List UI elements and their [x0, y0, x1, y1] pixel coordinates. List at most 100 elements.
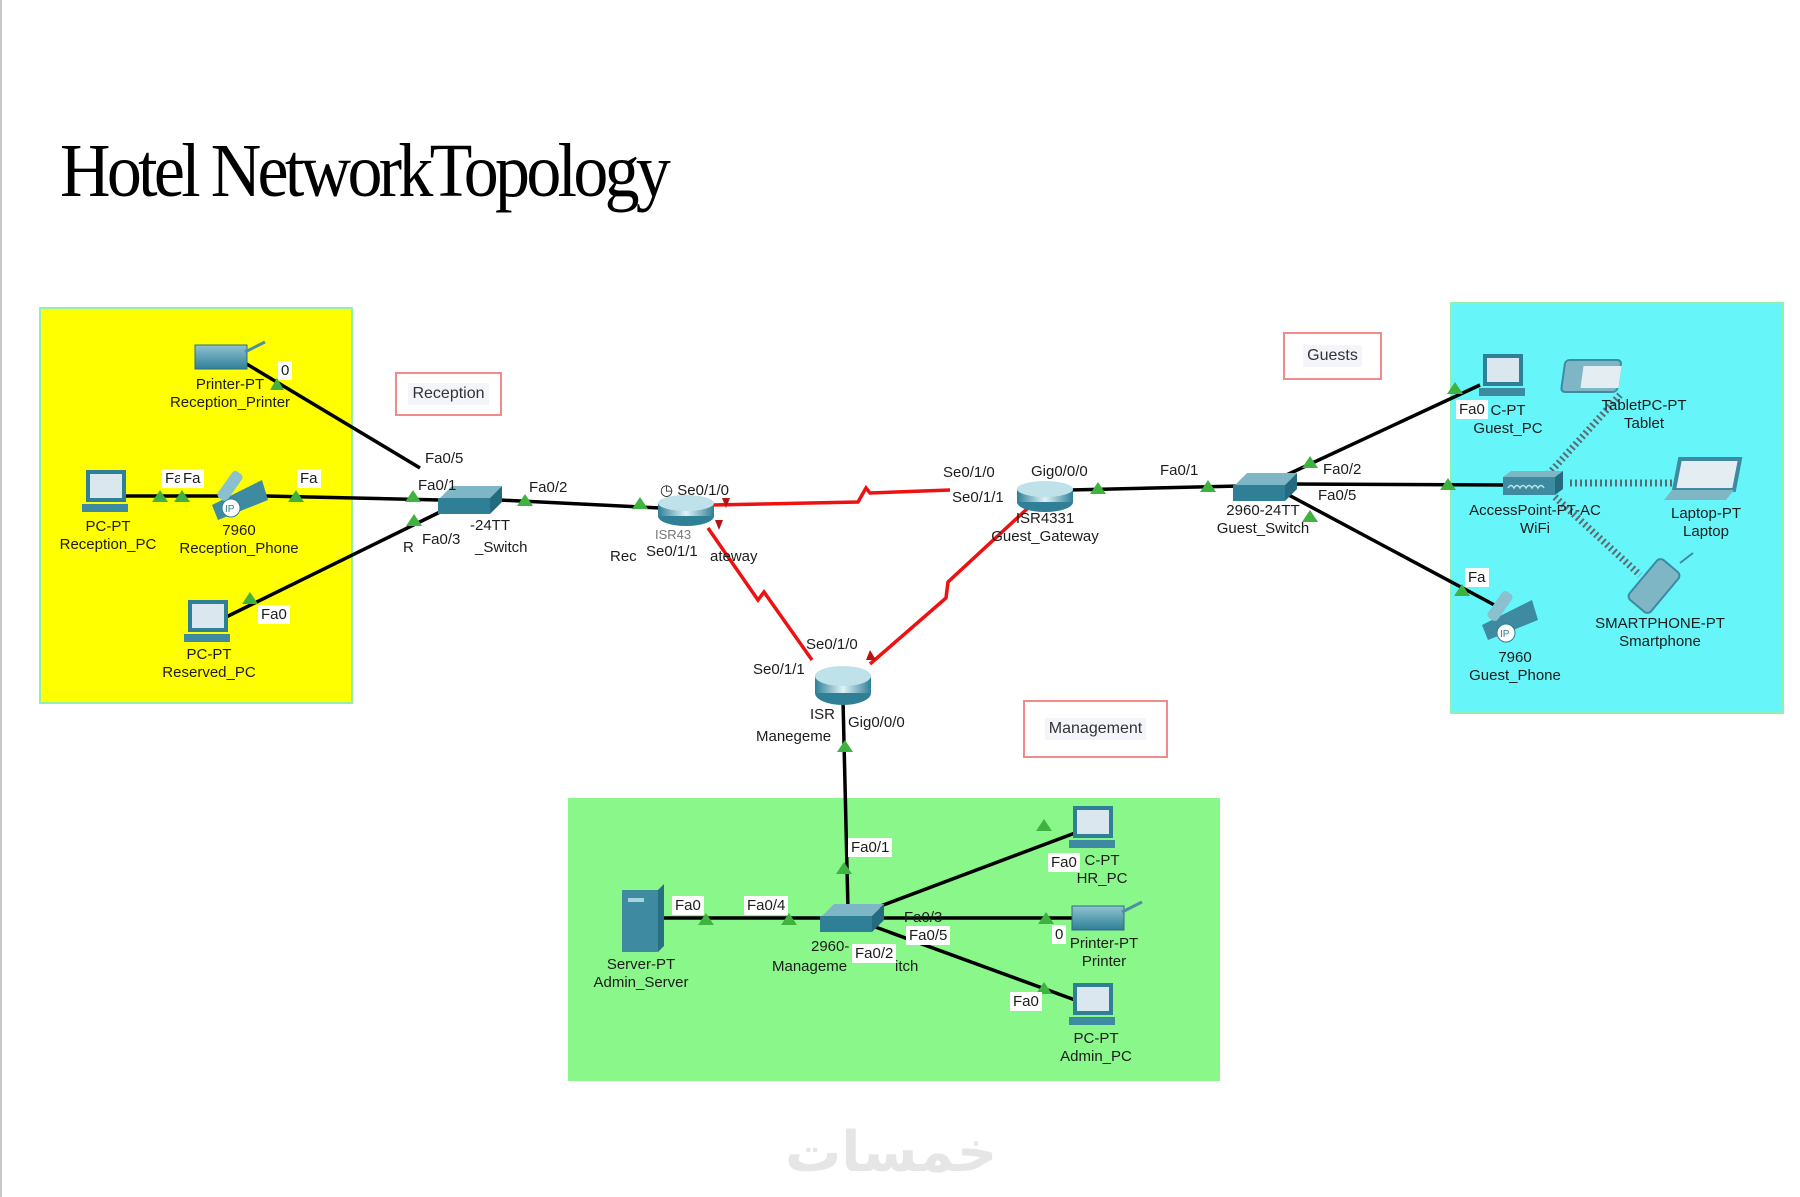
- admin-pc-icon[interactable]: [1069, 983, 1115, 1025]
- reception-note[interactable]: Reception: [395, 372, 502, 416]
- reception-switch-model-fragment: -24TT: [470, 517, 511, 534]
- port-label: Fa0/2: [529, 479, 568, 496]
- wireless-link-ap-tablet: [1542, 392, 1623, 481]
- port-label: Fa0/4: [744, 896, 789, 915]
- page-left-border: [0, 0, 2, 1197]
- port-label: Fa0: [672, 896, 704, 915]
- reserved-pc-icon[interactable]: [184, 600, 230, 642]
- port-label: Fa0/5: [1318, 487, 1357, 504]
- device-name: Laptop: [1683, 523, 1729, 540]
- port-label: Fa0/5: [906, 926, 951, 945]
- port-label: Fa0/5: [425, 450, 464, 467]
- serial-port-indicators: [715, 498, 876, 660]
- hr-pc-icon[interactable]: [1069, 806, 1115, 848]
- port-status-indicators: [152, 378, 1470, 994]
- device-name: Admin_Server: [593, 974, 689, 991]
- reception-switch-icon[interactable]: [438, 486, 502, 514]
- device-name: Reception_Printer: [169, 394, 291, 411]
- serial-link-grouter-mrouter[interactable]: [868, 506, 1030, 666]
- port-label: Fa0/1: [1160, 462, 1199, 479]
- device-name: Admin_PC: [1060, 1048, 1132, 1065]
- management-switch-tail-fragment: itch: [895, 958, 919, 975]
- device-name: HR_PC: [1076, 870, 1128, 887]
- access-point-icon[interactable]: [1503, 471, 1563, 495]
- management-note[interactable]: Management: [1023, 700, 1168, 758]
- port-label: 0: [278, 361, 293, 380]
- port-label: Se0/1/1: [646, 543, 698, 560]
- device-model: C-PT: [1084, 852, 1120, 869]
- device-model: ISR4331: [1015, 510, 1075, 527]
- port-label: Fa0: [1010, 992, 1042, 1011]
- guest-switch-icon[interactable]: [1233, 473, 1297, 501]
- link-mswitch-hrpc[interactable]: [869, 831, 1076, 912]
- tablet-icon[interactable]: [1560, 359, 1622, 393]
- reception-router-prefix-fragment: Rec: [610, 548, 637, 565]
- management-switch-model-fragment: 2960-: [811, 938, 850, 955]
- reception-phone-icon[interactable]: IP: [212, 469, 268, 520]
- port-label: Fa: [297, 469, 321, 488]
- port-label: Fa0: [258, 605, 290, 624]
- guest-phone-icon[interactable]: IP: [1482, 589, 1538, 643]
- management-note-text: Management: [1044, 718, 1147, 740]
- guest-pc-icon[interactable]: [1479, 354, 1525, 396]
- device-model: 7960: [222, 522, 256, 539]
- watermark-logo: خمسات: [785, 1120, 998, 1185]
- guests-note-text: Guests: [1303, 345, 1362, 367]
- link-gswitch-gphone[interactable]: [1284, 491, 1501, 610]
- device-name: Reserved_PC: [162, 664, 256, 681]
- svg-text:IP: IP: [1500, 629, 1510, 640]
- reception-switch-prefix-fragment: R: [403, 539, 414, 556]
- port-label: Fa0/2: [1323, 461, 1362, 478]
- port-label: Gig0/0/0: [848, 714, 905, 731]
- device-model: PC-PT: [1073, 1030, 1119, 1047]
- port-label: Fa: [162, 469, 186, 488]
- management-router-icon[interactable]: [815, 666, 871, 705]
- port-label: Fa0/3: [904, 909, 943, 926]
- port-label: 0: [1052, 925, 1067, 944]
- link-gswitch-ap[interactable]: [1289, 482, 1511, 487]
- link-mrouter-mswitch[interactable]: [841, 699, 850, 911]
- reception-router-icon[interactable]: [658, 495, 714, 526]
- device-model: PC-PT: [186, 646, 232, 663]
- port-label: Fa0: [1456, 400, 1488, 419]
- guests-note[interactable]: Guests: [1283, 332, 1382, 380]
- reception-pc-icon[interactable]: [82, 470, 128, 512]
- serial-link-rrouter-mrouter[interactable]: [706, 527, 814, 662]
- device-model: Printer-PT: [195, 376, 265, 393]
- port-label: Gig0/0/0: [1031, 463, 1088, 480]
- device-model: SMARTPHONE-PT: [1595, 615, 1725, 632]
- reception-router-model-fragment: ISR43: [655, 527, 692, 542]
- smartphone-icon[interactable]: [1627, 552, 1694, 615]
- serial-link-rrouter-grouter[interactable]: [711, 484, 951, 507]
- reception-note-text: Reception: [408, 383, 489, 405]
- management-switch-icon[interactable]: [820, 904, 884, 932]
- port-label: Se0/1/1: [952, 489, 1004, 506]
- device-model: Server-PT: [606, 956, 676, 973]
- port-label: Fa: [1465, 568, 1489, 587]
- laptop-icon[interactable]: [1664, 457, 1743, 500]
- device-name: Reception_Phone: [179, 540, 299, 557]
- link-printer-rswitch[interactable]: [244, 361, 421, 470]
- admin-server-icon[interactable]: [622, 884, 664, 952]
- port-label: Fa: [180, 469, 204, 488]
- device-name: Guest_Switch: [1216, 520, 1310, 537]
- reception-router-suffix-fragment: ateway: [710, 548, 758, 565]
- device-model: Printer-PT: [1069, 935, 1139, 952]
- guest-router-icon[interactable]: [1017, 481, 1073, 512]
- device-model: 2960-24TT: [1226, 502, 1300, 519]
- printer-icon[interactable]: [1071, 900, 1143, 931]
- device-model: 7960: [1498, 649, 1532, 666]
- reception-printer-icon[interactable]: [194, 340, 266, 370]
